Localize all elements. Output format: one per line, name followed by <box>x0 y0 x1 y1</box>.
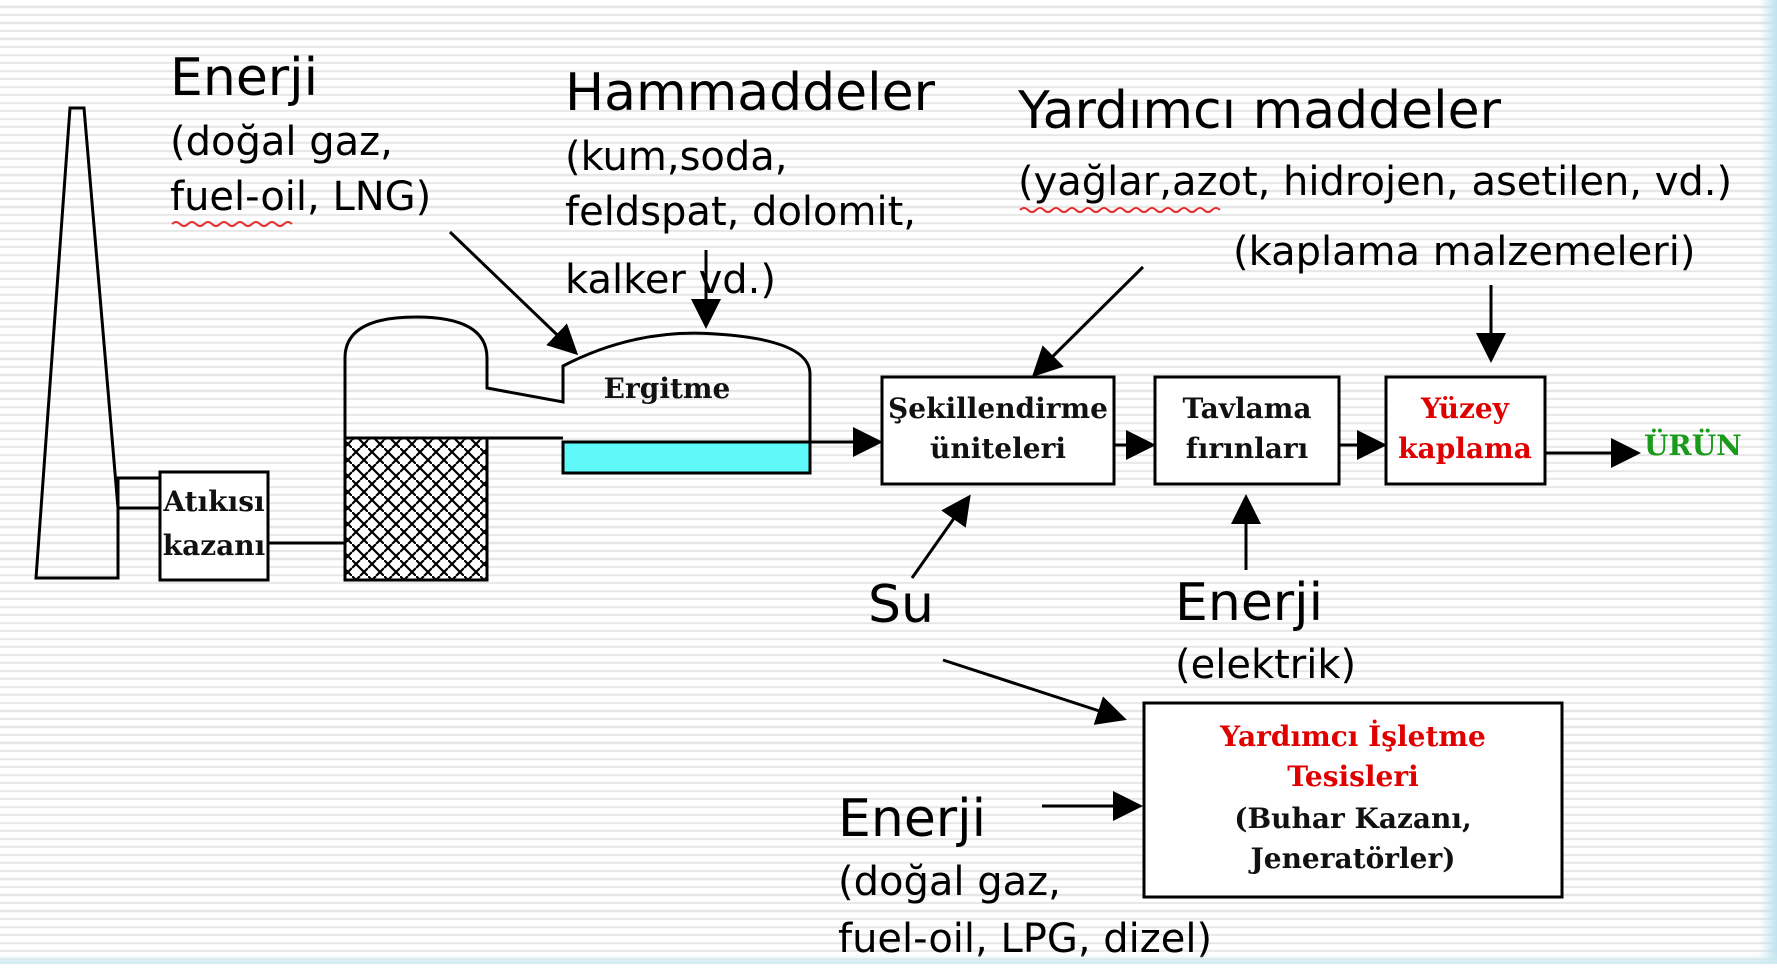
raw-materials-title: Hammaddeler <box>565 63 936 123</box>
aux-materials-line1: (yağlar,azot, hidrojen, asetilen, vd.) <box>1018 159 1732 205</box>
aux-materials-title: Yardımcı maddeler <box>1017 81 1502 141</box>
energy-mid-title: Enerji <box>1175 573 1323 633</box>
arrow-water-to-auxiliary <box>942 658 1127 725</box>
regenerator-checker <box>343 436 489 582</box>
melting-label: Ergitme <box>604 372 731 405</box>
slide-bottom-border <box>0 954 1777 964</box>
molten-glass-bath <box>561 440 812 475</box>
waste-boiler-label-1: Atıkısı <box>162 485 264 518</box>
energy-bottom-line1: (doğal gaz, <box>838 859 1061 905</box>
auxiliary-label-4: Jeneratörler) <box>1248 842 1456 875</box>
forming-label-2: üniteleri <box>930 432 1066 465</box>
raw-materials-line2: feldspat, dolomit, <box>565 189 916 235</box>
energy-top-line1: (doğal gaz, <box>170 119 393 165</box>
energy-bottom-title: Enerji <box>838 789 986 849</box>
arrow-aux-to-forming <box>1031 265 1145 378</box>
annealing-box <box>1153 375 1341 486</box>
auxiliary-label-3: (Buhar Kazanı, <box>1234 802 1472 835</box>
coating-box <box>1384 375 1547 486</box>
energy-top-title: Enerji <box>170 48 318 108</box>
forming-label-1: Şekillendirme <box>888 392 1108 425</box>
energy-top-line2: fuel-oil, LNG) <box>170 174 431 220</box>
slide-right-border <box>1759 0 1777 964</box>
forming-box <box>880 375 1116 486</box>
auxiliary-box <box>1142 701 1564 899</box>
waste-boiler-label-2: kazanı <box>163 529 266 562</box>
aux-materials-line2: (kaplama malzemeleri) <box>1233 229 1695 275</box>
auxiliary-label-1: Yardımcı İşletme <box>1219 719 1486 753</box>
auxiliary-label-2: Tesisleri <box>1287 760 1418 793</box>
annealing-label-2: fırınları <box>1186 432 1309 465</box>
water-label: Su <box>868 575 934 635</box>
raw-materials-line1: (kum,soda, <box>565 134 788 180</box>
spellcheck-underline <box>171 221 293 227</box>
arrow-water-to-forming <box>910 494 971 579</box>
arrow-energy-to-furnace <box>448 230 579 356</box>
energy-mid-line1: (elektrik) <box>1175 642 1356 688</box>
coating-label-2: kaplama <box>1398 432 1532 465</box>
chimney <box>34 106 162 580</box>
raw-materials-line3: kalker vd.) <box>565 257 776 303</box>
coating-label-1: Yüzey <box>1420 392 1510 425</box>
product-label: ÜRÜN <box>1644 428 1742 462</box>
melting-furnace-outline <box>343 315 812 580</box>
waste-boiler-box <box>158 470 270 582</box>
annealing-label-1: Tavlama <box>1182 392 1311 425</box>
spellcheck-underline-aux <box>1019 207 1221 213</box>
